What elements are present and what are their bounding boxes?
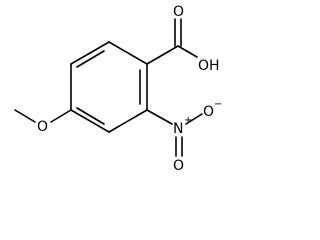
- charge-label-nitrogen-plus: +: [184, 115, 192, 126]
- atom-label-nitro-oxygen-right: O: [203, 104, 214, 120]
- atom-label-nitro-oxygen-bottom: O: [173, 158, 184, 174]
- carboxylic-acid-group: O OH: [146, 4, 220, 74]
- bond-carboxyl-to-oh: [177, 45, 198, 58]
- chemical-structure-diagram: O OH O N + O − O: [14, 4, 222, 174]
- atom-label-nitro-nitrogen: N: [173, 121, 183, 137]
- atom-label-carbonyl-oxygen: O: [173, 4, 184, 20]
- benzene-ring: [70, 41, 148, 133]
- bond-ring-to-carboxyl-carbon: [146, 45, 179, 65]
- atom-label-methoxy-oxygen: O: [37, 119, 48, 135]
- charge-label-oxygen-minus: −: [214, 99, 222, 110]
- nitro-group: N + O − O: [146, 99, 222, 174]
- ring-double-bond-inner-bottom-left: [76, 107, 105, 125]
- methoxy-group: O: [14, 109, 72, 135]
- ring-double-bond-inner-top-left: [76, 50, 105, 68]
- bond-methoxy-oxygen-to-methyl: [14, 109, 36, 123]
- ring-bond-c5-c6: [70, 41, 110, 65]
- ring-bond-c2-c3: [108, 109, 148, 133]
- ring-bond-c6-c1: [108, 41, 148, 65]
- bond-ring-to-nitro-nitrogen: [146, 109, 173, 125]
- ring-bond-c3-c4: [70, 109, 110, 133]
- atom-label-hydroxyl: OH: [198, 58, 220, 74]
- bond-nitro-n-to-o-right: [185, 113, 203, 125]
- bond-ring-to-methoxy-oxygen: [50, 109, 72, 123]
